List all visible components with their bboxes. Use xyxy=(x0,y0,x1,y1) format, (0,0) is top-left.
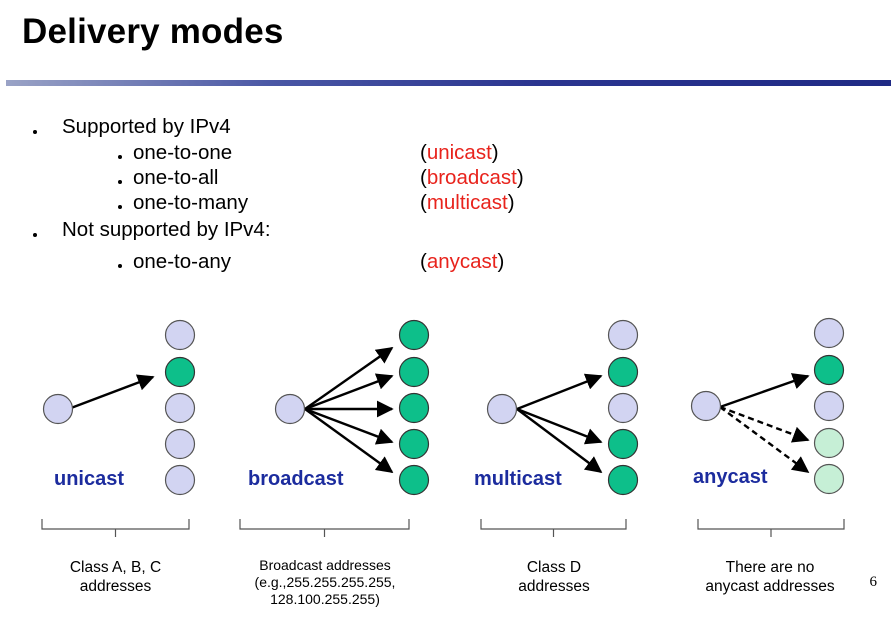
anycast-caption: There are no anycast addresses xyxy=(684,558,856,596)
caption-line: Class A, B, C xyxy=(69,559,162,576)
anycast-dashed-arrow xyxy=(719,405,810,443)
list-item-one-to-all: one-to-all xyxy=(133,166,219,189)
unicast-source-node xyxy=(42,393,74,425)
unicast-brace xyxy=(41,519,190,537)
page-title: Delivery modes xyxy=(22,12,284,51)
multicast-target-node xyxy=(607,464,639,496)
list-heading-not-supported: Not supported by IPv4: xyxy=(62,218,271,241)
broadcast-target-node xyxy=(398,464,430,496)
anycast-alt-node xyxy=(813,427,845,459)
multicast-target-node xyxy=(607,428,639,460)
broadcast-arrow xyxy=(304,373,394,411)
caption-line: anycast addresses xyxy=(705,578,835,595)
anycast-receiver-node xyxy=(813,390,845,422)
anycast-source-node xyxy=(690,390,722,422)
mode-unicast: (unicast) xyxy=(420,141,499,164)
caption-line: (e.g.,255.255.255.255, xyxy=(254,574,396,590)
unicast-target-node xyxy=(164,356,196,388)
anycast-receiver-node xyxy=(813,317,845,349)
bullet-dot xyxy=(33,233,37,237)
broadcast-source-node xyxy=(274,393,306,425)
anycast-brace xyxy=(697,519,845,537)
mode-multicast: (multicast) xyxy=(420,191,515,214)
bullet-dot xyxy=(118,205,122,209)
broadcast-target-node xyxy=(398,392,430,424)
mode-broadcast: (broadcast) xyxy=(420,166,524,189)
bullet-dot xyxy=(118,180,122,184)
caption-line: There are no xyxy=(725,559,815,576)
title-divider xyxy=(6,80,891,86)
anycast-target-node xyxy=(813,354,845,386)
unicast-caption: Class A, B, C addresses xyxy=(47,558,184,596)
unicast-label: unicast xyxy=(54,468,125,490)
multicast-receiver-node xyxy=(607,392,639,424)
list-item-one-to-any: one-to-any xyxy=(133,250,232,273)
mode-name: anycast xyxy=(426,250,498,273)
broadcast-target-node xyxy=(398,356,430,388)
broadcast-arrow xyxy=(304,347,394,410)
multicast-label: multicast xyxy=(474,468,562,490)
bullet-dot xyxy=(33,130,37,134)
unicast-receiver-node xyxy=(164,392,196,424)
multicast-receiver-node xyxy=(607,319,639,351)
unicast-receiver-node xyxy=(164,428,196,460)
broadcast-diagram xyxy=(239,319,430,537)
broadcast-arrow xyxy=(304,407,394,445)
anycast-label: anycast xyxy=(693,466,768,488)
broadcast-arrow xyxy=(304,408,394,473)
bullet-dot xyxy=(118,264,122,268)
page-number: 6 xyxy=(869,574,878,590)
mode-anycast: (anycast) xyxy=(420,250,505,273)
unicast-diagram xyxy=(41,319,196,537)
mode-name: unicast xyxy=(426,141,492,164)
multicast-target-node xyxy=(607,356,639,388)
caption-line: addresses xyxy=(79,578,152,595)
unicast-arrow xyxy=(70,374,155,410)
unicast-receiver-node xyxy=(164,464,196,496)
list-item-one-to-one: one-to-one xyxy=(133,141,233,164)
caption-line: 128.100.255.255) xyxy=(270,591,380,607)
list-heading-supported: Supported by IPv4 xyxy=(62,115,231,138)
anycast-diagram xyxy=(690,317,845,537)
mode-name: broadcast xyxy=(426,166,517,189)
multicast-source-node xyxy=(486,393,518,425)
caption-line: Class D xyxy=(526,559,582,576)
broadcast-target-node xyxy=(398,428,430,460)
bullet-dot xyxy=(118,155,122,159)
multicast-diagram xyxy=(480,319,639,537)
multicast-brace xyxy=(480,519,627,537)
anycast-dashed-arrow xyxy=(719,406,810,473)
broadcast-caption: Broadcast addresses (e.g.,255.255.255.25… xyxy=(226,557,424,608)
broadcast-brace xyxy=(239,519,410,537)
caption-line: addresses xyxy=(518,578,590,595)
multicast-arrow xyxy=(516,373,603,411)
broadcast-label: broadcast xyxy=(248,468,344,490)
list-item-one-to-many: one-to-many xyxy=(133,191,249,214)
anycast-alt-node xyxy=(813,463,845,495)
mode-name: multicast xyxy=(426,191,508,214)
multicast-arrow xyxy=(516,407,603,445)
broadcast-target-node xyxy=(398,319,430,351)
anycast-arrow xyxy=(719,373,810,409)
multicast-caption: Class D addresses xyxy=(484,558,624,596)
caption-line: Broadcast addresses xyxy=(259,557,391,573)
multicast-arrow xyxy=(516,408,603,474)
unicast-receiver-node xyxy=(164,319,196,351)
